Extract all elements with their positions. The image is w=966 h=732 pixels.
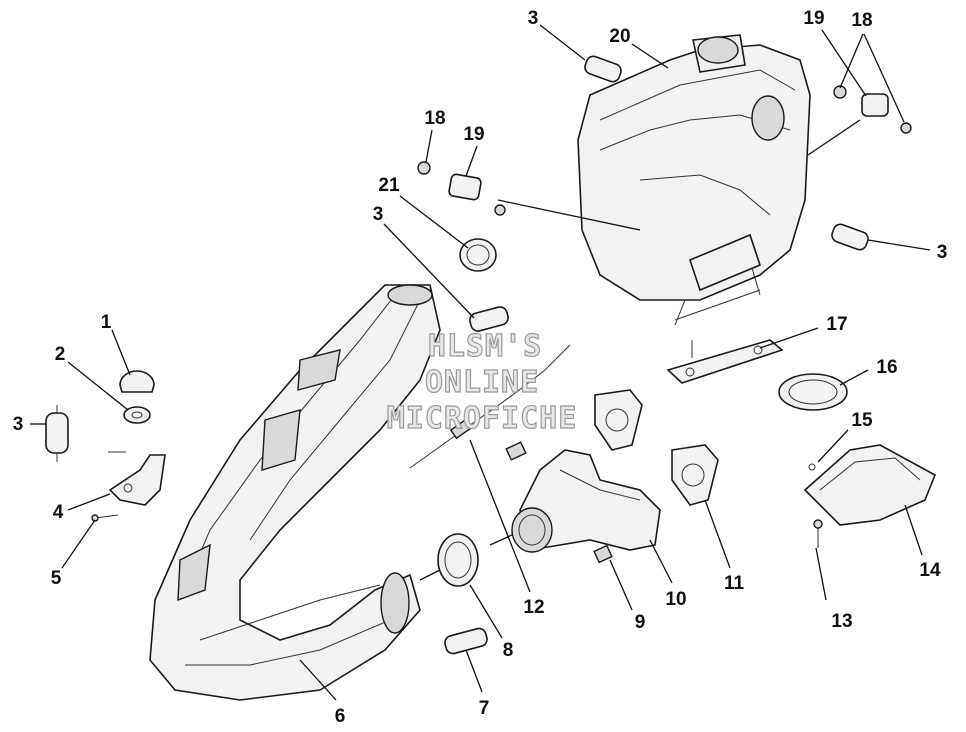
callout-5: 5 bbox=[51, 568, 62, 589]
callout-3-right: 3 bbox=[937, 242, 948, 263]
muffler bbox=[577, 34, 811, 326]
callout-16: 16 bbox=[876, 357, 897, 378]
callout-9: 9 bbox=[635, 612, 646, 633]
callout-13: 13 bbox=[831, 611, 852, 632]
screw-5 bbox=[91, 514, 119, 522]
callout-19-left: 19 bbox=[463, 124, 484, 145]
rubber-mount-19-left bbox=[417, 161, 506, 216]
ring-21 bbox=[459, 238, 497, 272]
callout-4: 4 bbox=[53, 502, 64, 523]
bracket-4 bbox=[108, 451, 166, 506]
watermark-line-1: HLSM'S bbox=[428, 329, 542, 364]
callout-20: 20 bbox=[609, 26, 630, 47]
gasket-ring-16 bbox=[778, 373, 848, 411]
callout-1: 1 bbox=[101, 312, 112, 333]
callout-3-left: 3 bbox=[13, 414, 24, 435]
watermark-line-3: MICROFICHE bbox=[387, 401, 578, 436]
expansion-chamber bbox=[149, 284, 441, 701]
callout-8: 8 bbox=[503, 640, 514, 661]
sealing-ring-8 bbox=[437, 533, 479, 587]
leader-lines bbox=[30, 24, 931, 701]
callout-3-center: 3 bbox=[373, 204, 384, 225]
spring-3-top bbox=[584, 55, 622, 83]
watermark-line-2: ONLINE bbox=[425, 365, 539, 400]
callout-21: 21 bbox=[378, 175, 400, 196]
callout-2: 2 bbox=[55, 344, 66, 365]
callout-15: 15 bbox=[851, 410, 873, 431]
callout-17: 17 bbox=[826, 314, 847, 335]
callout-18-right: 18 bbox=[851, 10, 872, 31]
rubber-mount-19-right bbox=[833, 85, 912, 134]
heat-shield-14 bbox=[803, 444, 937, 548]
callouts: 1 2 3 4 5 6 7 8 9 10 11 12 13 14 15 16 1… bbox=[13, 8, 948, 727]
callout-6: 6 bbox=[335, 706, 346, 727]
watermark: HLSM'S ONLINE MICROFICHE bbox=[386, 328, 578, 436]
callout-10: 10 bbox=[665, 589, 686, 610]
spring-3-center bbox=[469, 306, 509, 332]
washer-2 bbox=[123, 406, 151, 424]
oxygen-sensor-12 bbox=[409, 344, 571, 469]
callout-12: 12 bbox=[523, 597, 544, 618]
spring-3-right bbox=[831, 223, 869, 251]
callout-3-top: 3 bbox=[528, 8, 539, 29]
spring-3-left bbox=[45, 405, 69, 462]
callout-19-right: 19 bbox=[803, 8, 824, 29]
grommet-1 bbox=[119, 370, 155, 393]
y-manifold bbox=[505, 441, 661, 564]
callout-7: 7 bbox=[479, 698, 490, 719]
gasket-10 bbox=[594, 389, 643, 451]
spring-7 bbox=[444, 627, 488, 655]
callout-11: 11 bbox=[724, 573, 745, 594]
heat-shield-plate bbox=[666, 339, 784, 384]
callout-14: 14 bbox=[919, 560, 941, 581]
callout-18-left: 18 bbox=[424, 108, 445, 129]
gasket-11 bbox=[671, 444, 719, 506]
